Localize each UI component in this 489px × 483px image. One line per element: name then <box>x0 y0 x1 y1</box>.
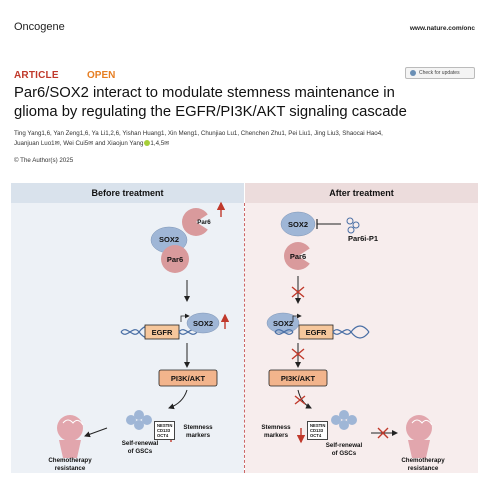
title-line-2: glioma by regulating the EGFR/PI3K/AKT s… <box>14 104 407 120</box>
authors-line-2: Juanjuan Luo1✉, Wei Cui5✉ and Xiaojun Ya… <box>14 139 476 149</box>
left-gsc-cells <box>126 410 152 430</box>
authors-line-1: Ting Yang1,6, Yan Zeng1,6, Ya Li1,2,6, Y… <box>14 130 383 137</box>
update-icon <box>410 70 416 76</box>
right-par6-label: Par6 <box>289 252 307 261</box>
left-arrow-3 <box>168 389 188 410</box>
left-chemo-l2: resistance <box>54 464 86 472</box>
right-chemo-l1: Chemotherapy <box>401 457 445 464</box>
left-chemo-l1: Chemotherapy <box>48 457 92 464</box>
authors-tail: 1,4,5✉ <box>150 139 170 147</box>
left-self-renewal-l1: Self-renewal <box>121 440 159 447</box>
right-par6 <box>284 242 312 270</box>
left-sox2-bound-label: SOX2 <box>192 319 213 328</box>
marker-nestin: NESTIN <box>157 423 173 428</box>
journal-url[interactable]: www.nature.com/onc <box>409 25 475 32</box>
check-updates-label: Check for updates <box>419 70 460 76</box>
left-par6-complex-label: Par6 <box>166 255 184 264</box>
left-pi3k-label: PI3K/AKT <box>170 374 206 383</box>
title-line-1: Par6/SOX2 interact to modulate stemness … <box>14 85 395 101</box>
left-egfr-gene <box>120 312 220 340</box>
left-complex <box>150 226 189 273</box>
right-gsc-cells <box>331 410 357 430</box>
right-sox2-label: SOX2 <box>287 220 308 229</box>
marker-oct4: OCT4 <box>310 433 322 438</box>
article-type-label: ARTICLE <box>14 70 59 81</box>
right-self-renewal-l1: Self-renewal <box>325 442 363 449</box>
right-pi3k-label: PI3K/AKT <box>280 374 316 383</box>
right-sox2-free <box>280 211 316 237</box>
right-block-4 <box>377 427 389 439</box>
right-egfr-label: EGFR <box>305 328 327 337</box>
left-sox2-label: SOX2 <box>158 235 179 244</box>
right-brain-icon <box>406 415 433 458</box>
journal-name: Oncogene <box>14 21 65 33</box>
marker-nestin: NESTIN <box>310 423 326 428</box>
copyright-notice: © The Author(s) 2025 <box>14 157 74 164</box>
figure-drawing <box>57 201 433 458</box>
right-marker-box: NESTIN CD133 OCT4 <box>307 421 329 440</box>
right-block-1 <box>291 286 305 298</box>
open-access-label: OPEN <box>87 70 116 81</box>
right-block-3 <box>294 395 306 405</box>
authors-line-2-text: Juanjuan Luo1✉, Wei Cui5✉ and Xiaojun Ya… <box>14 139 144 147</box>
left-par6-free <box>182 208 210 236</box>
marker-oct4: OCT4 <box>157 433 169 438</box>
right-self-renewal-l2: of GSCs <box>331 449 357 457</box>
marker-cd133: CD133 <box>310 428 324 433</box>
inhibitor-label: Par6i-P1 <box>347 234 379 243</box>
right-arrow-3 <box>297 389 312 409</box>
after-title: After treatment <box>245 183 478 203</box>
left-marker-box: NESTIN CD133 OCT4 <box>154 421 176 440</box>
inhibitor-molecule <box>346 217 360 234</box>
right-block-2 <box>291 348 305 360</box>
author-list: Ting Yang1,6, Yan Zeng1,6, Ya Li1,2,6, Y… <box>14 129 476 149</box>
right-chemo-l2: resistance <box>407 464 439 472</box>
left-par6-label: Par6 <box>197 219 211 226</box>
left-pi3k-box <box>158 369 218 387</box>
left-stemness-label: Stemness markers <box>183 424 213 439</box>
check-updates-button[interactable]: Check for updates <box>405 67 475 79</box>
right-pi3k-box <box>268 369 328 387</box>
paper-title: Par6/SOX2 interact to modulate stemness … <box>14 84 484 122</box>
right-stemness-label: Stemness markers <box>261 424 291 439</box>
left-egfr-label: EGFR <box>151 328 173 337</box>
orcid-icon[interactable] <box>144 140 151 147</box>
right-sox2-bound-label: SOX2 <box>272 319 293 328</box>
left-arrow-4 <box>84 427 108 438</box>
graphical-abstract: Before treatment After treatment <box>11 183 478 473</box>
before-title: Before treatment <box>11 183 244 203</box>
panel-divider <box>244 203 245 473</box>
marker-cd133: CD133 <box>157 428 171 433</box>
left-brain-icon <box>57 415 84 458</box>
left-self-renewal-l2: of GSCs <box>127 447 153 455</box>
right-egfr-gene <box>266 312 370 340</box>
